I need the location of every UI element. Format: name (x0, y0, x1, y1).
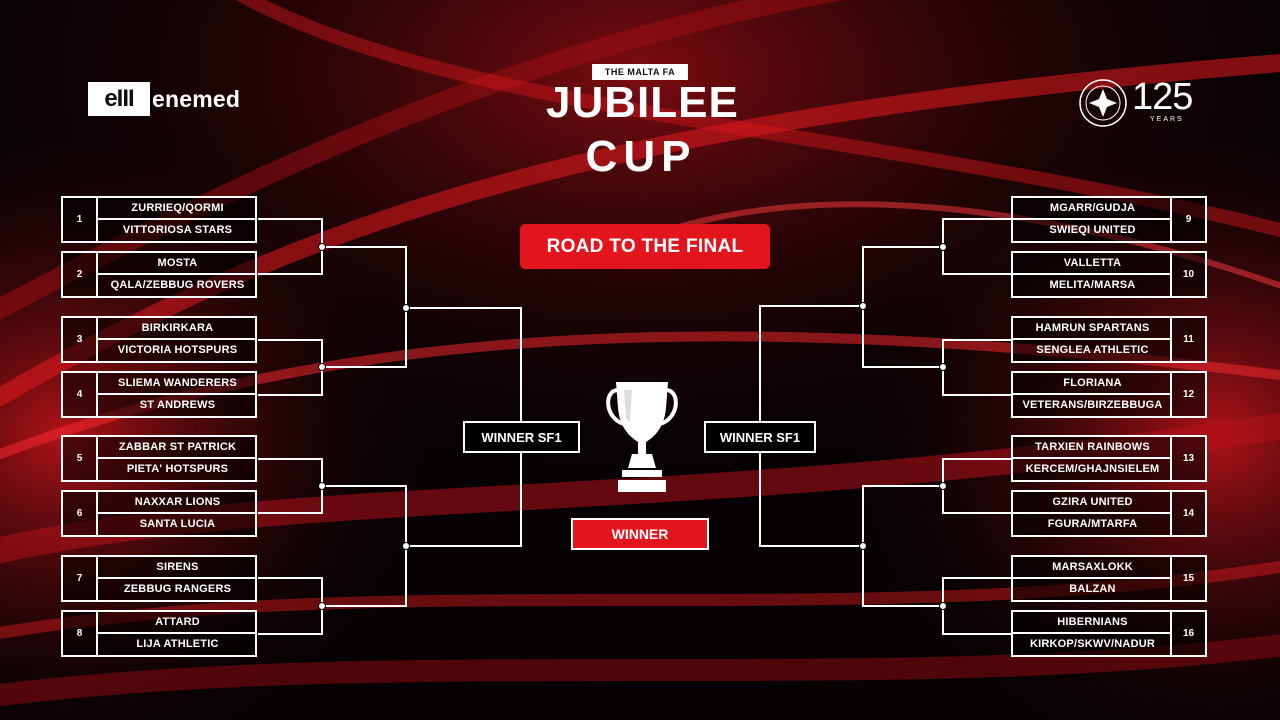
away-team: VICTORIA HOTSPURS (117, 344, 238, 357)
title-cup: CUP (585, 132, 697, 181)
match-card[interactable]: 2 MOSTA QALA/ZEBBUG ROVERS (61, 251, 257, 298)
winner-box[interactable]: WINNER (571, 518, 709, 550)
away-team: VITTORIOSA STARS (122, 224, 233, 237)
sponsor-name: enemed (152, 85, 241, 112)
home-team: HAMRUN SPARTANS (1013, 318, 1172, 340)
away-team: SANTA LUCIA (139, 518, 216, 531)
anniversary-logo: 125 YEARS (1078, 76, 1193, 133)
road-to-final-banner: ROAD TO THE FINAL (520, 224, 770, 269)
semifinal-right-box[interactable]: WINNER SF1 (704, 421, 816, 453)
match-number: 4 (63, 373, 98, 416)
sponsor-logo: eIII enemed (88, 82, 240, 116)
match-number: 8 (63, 612, 98, 655)
away-team: ST ANDREWS (139, 399, 216, 412)
match-number: 10 (1170, 253, 1205, 296)
match-number: 6 (63, 492, 98, 535)
away-team: SWIEQI UNITED (1049, 224, 1136, 237)
away-team: SENGLEA ATHLETIC (1036, 344, 1149, 357)
match-card[interactable]: FLORIANA VETERANS/BIRZEBBUGA 12 (1011, 371, 1207, 418)
home-team: FLORIANA (1013, 373, 1172, 395)
title-main: JUBILEE (546, 78, 739, 127)
sponsor-mark: eIII (88, 82, 150, 116)
match-card[interactable]: 1 ZURRIEQ/QORMI VITTORIOSA STARS (61, 196, 257, 243)
match-card[interactable]: 5 ZABBAR ST PATRICK PIETA' HOTSPURS (61, 435, 257, 482)
match-card[interactable]: 6 NAXXAR LIONS SANTA LUCIA (61, 490, 257, 537)
match-number: 3 (63, 318, 98, 361)
home-team: MARSAXLOKK (1013, 557, 1172, 579)
match-card[interactable]: HAMRUN SPARTANS SENGLEA ATHLETIC 11 (1011, 316, 1207, 363)
home-team: VALLETTA (1013, 253, 1172, 275)
home-team: MOSTA (98, 253, 257, 275)
away-team: PIETA' HOTSPURS (126, 463, 229, 476)
away-team: MELITA/MARSA (1049, 279, 1136, 292)
match-number: 9 (1170, 198, 1205, 241)
away-team: ZEBBUG RANGERS (123, 583, 232, 596)
home-team: HIBERNIANS (1013, 612, 1172, 634)
match-card[interactable]: HIBERNIANS KIRKOP/SKWV/NADUR 16 (1011, 610, 1207, 657)
match-number: 1 (63, 198, 98, 241)
match-number: 12 (1170, 373, 1205, 416)
malta-fa-crest-icon (1079, 79, 1127, 127)
home-team: TARXIEN RAINBOWS (1013, 437, 1172, 459)
away-team: VETERANS/BIRZEBBUGA (1022, 399, 1163, 412)
home-team: BIRKIRKARA (98, 318, 257, 340)
match-card[interactable]: VALLETTA MELITA/MARSA 10 (1011, 251, 1207, 298)
match-card[interactable]: 7 SIRENS ZEBBUG RANGERS (61, 555, 257, 602)
away-team: KIRKOP/SKWV/NADUR (1029, 638, 1155, 651)
match-card[interactable]: MARSAXLOKK BALZAN 15 (1011, 555, 1207, 602)
home-team: ZABBAR ST PATRICK (98, 437, 257, 459)
semifinal-left-box[interactable]: WINNER SF1 (463, 421, 580, 453)
anniversary-years: YEARS (1150, 116, 1184, 123)
anniversary-number: 125 (1132, 76, 1193, 118)
home-team: MGARR/GUDJA (1013, 198, 1172, 220)
home-team: NAXXAR LIONS (98, 492, 257, 514)
match-number: 5 (63, 437, 98, 480)
home-team: ZURRIEQ/QORMI (98, 198, 257, 220)
away-team: LIJA ATHLETIC (136, 638, 219, 651)
home-team: GZIRA UNITED (1013, 492, 1172, 514)
match-number: 7 (63, 557, 98, 600)
match-card[interactable]: TARXIEN RAINBOWS KERCEM/GHAJNSIELEM 13 (1011, 435, 1207, 482)
away-team: BALZAN (1069, 583, 1116, 596)
match-number: 14 (1170, 492, 1205, 535)
home-team: SLIEMA WANDERERS (98, 373, 257, 395)
away-team: QALA/ZEBBUG ROVERS (110, 279, 245, 292)
trophy-icon (606, 382, 678, 492)
home-team: ATTARD (98, 612, 257, 634)
home-team: SIRENS (98, 557, 257, 579)
match-number: 2 (63, 253, 98, 296)
match-card[interactable]: GZIRA UNITED FGURA/MTARFA 14 (1011, 490, 1207, 537)
match-card[interactable]: 4 SLIEMA WANDERERS ST ANDREWS (61, 371, 257, 418)
away-team: KERCEM/GHAJNSIELEM (1025, 463, 1160, 476)
match-number: 13 (1170, 437, 1205, 480)
match-card[interactable]: 8 ATTARD LIJA ATHLETIC (61, 610, 257, 657)
match-number: 11 (1170, 318, 1205, 361)
match-card[interactable]: 3 BIRKIRKARA VICTORIA HOTSPURS (61, 316, 257, 363)
match-number: 16 (1170, 612, 1205, 655)
match-card[interactable]: MGARR/GUDJA SWIEQI UNITED 9 (1011, 196, 1207, 243)
title-subtitle: THE MALTA FA (592, 64, 688, 80)
match-number: 15 (1170, 557, 1205, 600)
away-team: FGURA/MTARFA (1047, 518, 1138, 531)
